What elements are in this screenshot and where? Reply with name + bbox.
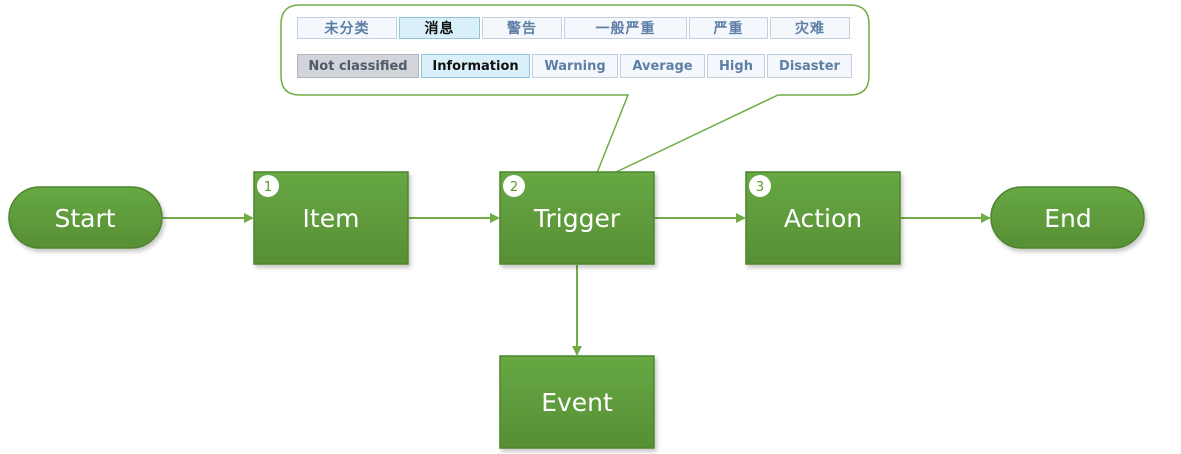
severity-cn-average: 一般严重: [564, 17, 687, 39]
severity-en-warning: Warning: [532, 54, 618, 78]
severity-en-high: High: [707, 54, 765, 78]
severity-en-information: Information: [421, 54, 530, 78]
item-node: 1 Item: [253, 171, 409, 265]
end-label: End: [1044, 204, 1092, 233]
end-node: End: [990, 186, 1145, 249]
trigger-node: 2 Trigger: [499, 171, 655, 265]
item-step-badge: [257, 175, 279, 197]
severity-cn-warning: 警告: [482, 17, 562, 39]
event-label: Event: [541, 388, 613, 417]
severity-cn-information: 消息: [399, 17, 480, 39]
item-step-number: 1: [264, 180, 272, 195]
event-node: Event: [499, 355, 655, 449]
action-node: 3 Action: [745, 171, 901, 265]
trigger-step-badge: [503, 175, 525, 197]
severity-cn-not-classified: 未分类: [297, 17, 397, 39]
callout-bubble: [280, 4, 870, 185]
severity-en-disaster: Disaster: [767, 54, 852, 78]
action-step-badge: [749, 175, 771, 197]
start-node: Start: [8, 186, 163, 249]
severity-en-average: Average: [620, 54, 705, 78]
item-label: Item: [303, 204, 360, 233]
action-step-number: 3: [756, 180, 764, 195]
trigger-label: Trigger: [533, 204, 621, 233]
severity-table-english: Not classified Information Warning Avera…: [297, 54, 854, 78]
severity-cn-disaster: 灾难: [770, 17, 850, 39]
action-label: Action: [784, 204, 862, 233]
severity-cn-high: 严重: [689, 17, 768, 39]
severity-en-not-classified: Not classified: [297, 54, 419, 78]
severity-table-chinese: 未分类 消息 警告 一般严重 严重 灾难: [297, 17, 852, 39]
start-label: Start: [54, 204, 115, 233]
trigger-step-number: 2: [510, 180, 518, 195]
